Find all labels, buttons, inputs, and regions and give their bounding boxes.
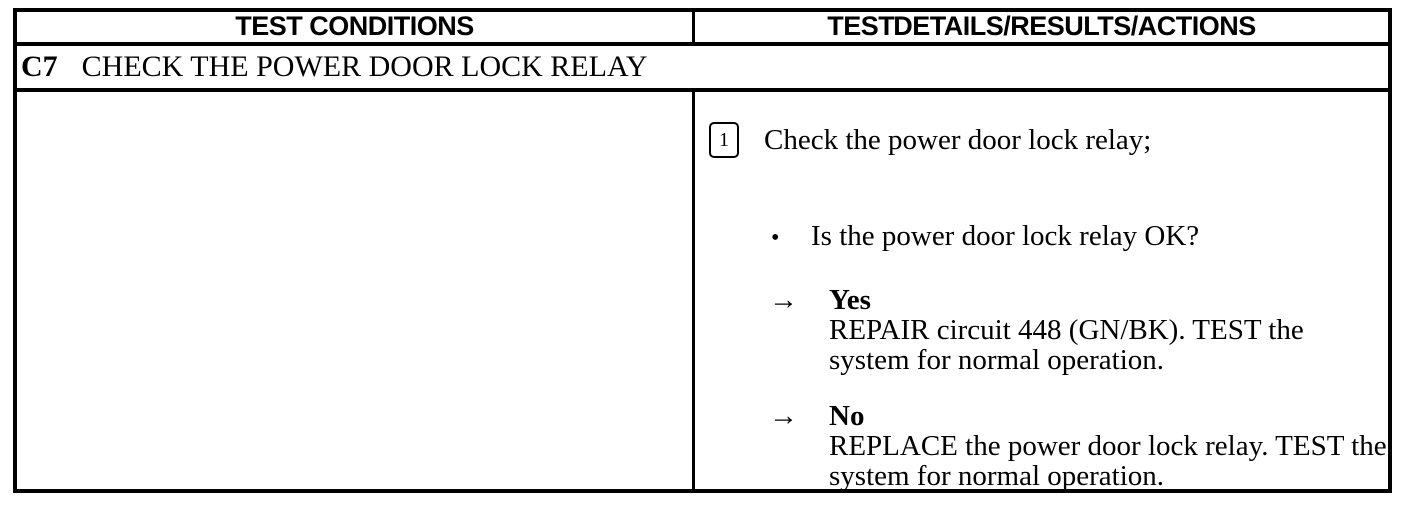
question-text: Is the power door lock relay OK?: [811, 220, 1200, 252]
test-step-title: CHECK THE POWER DOOR LOCK RELAY: [81, 50, 648, 83]
result-yes-label: Yes: [829, 284, 871, 316]
right-arrow-icon: →: [769, 400, 798, 432]
table-header-row: TEST CONDITIONS TEST DETAILS/RESULTS/ACT…: [17, 10, 1388, 46]
question-item: • Is the power door lock relay OK?: [771, 220, 1199, 254]
step-1-instruction: 1 Check the power door lock relay;: [709, 122, 1151, 158]
test-details-cell: 1 Check the power door lock relay; • Is …: [695, 92, 1388, 489]
step-number-box: 1: [709, 122, 739, 158]
result-no-action: REPLACE the power door lock relay. TEST …: [829, 430, 1387, 489]
result-yes-action: REPAIR circuit 448 (GN/BK). TEST the sys…: [829, 314, 1304, 376]
pinpoint-test-table: TEST CONDITIONS TEST DETAILS/RESULTS/ACT…: [13, 8, 1392, 493]
result-no-label: No: [829, 400, 865, 432]
test-step-id: C7: [21, 50, 58, 83]
result-no-body: No REPLACE the power door lock relay. TE…: [829, 401, 1388, 489]
result-yes-block: → Yes REPAIR circuit 448 (GN/BK). TEST t…: [769, 285, 1388, 375]
result-no-block: → No REPLACE the power door lock relay. …: [769, 401, 1388, 489]
column-header-test-details-results-actions: TEST DETAILS/RESULTS/ACTIONS: [827, 10, 1256, 41]
test-step-title-row: C7 CHECK THE POWER DOOR LOCK RELAY: [17, 46, 1388, 92]
column-header-test-conditions: TEST CONDITIONS: [17, 11, 695, 42]
bullet-icon: •: [771, 225, 780, 251]
right-arrow-icon: →: [769, 284, 798, 316]
result-yes-body: Yes REPAIR circuit 448 (GN/BK). TEST the…: [829, 285, 1388, 375]
test-conditions-cell: [17, 92, 695, 489]
step-instruction-text: Check the power door lock relay;: [764, 124, 1152, 156]
table-body-row: 1 Check the power door lock relay; • Is …: [17, 92, 1388, 489]
